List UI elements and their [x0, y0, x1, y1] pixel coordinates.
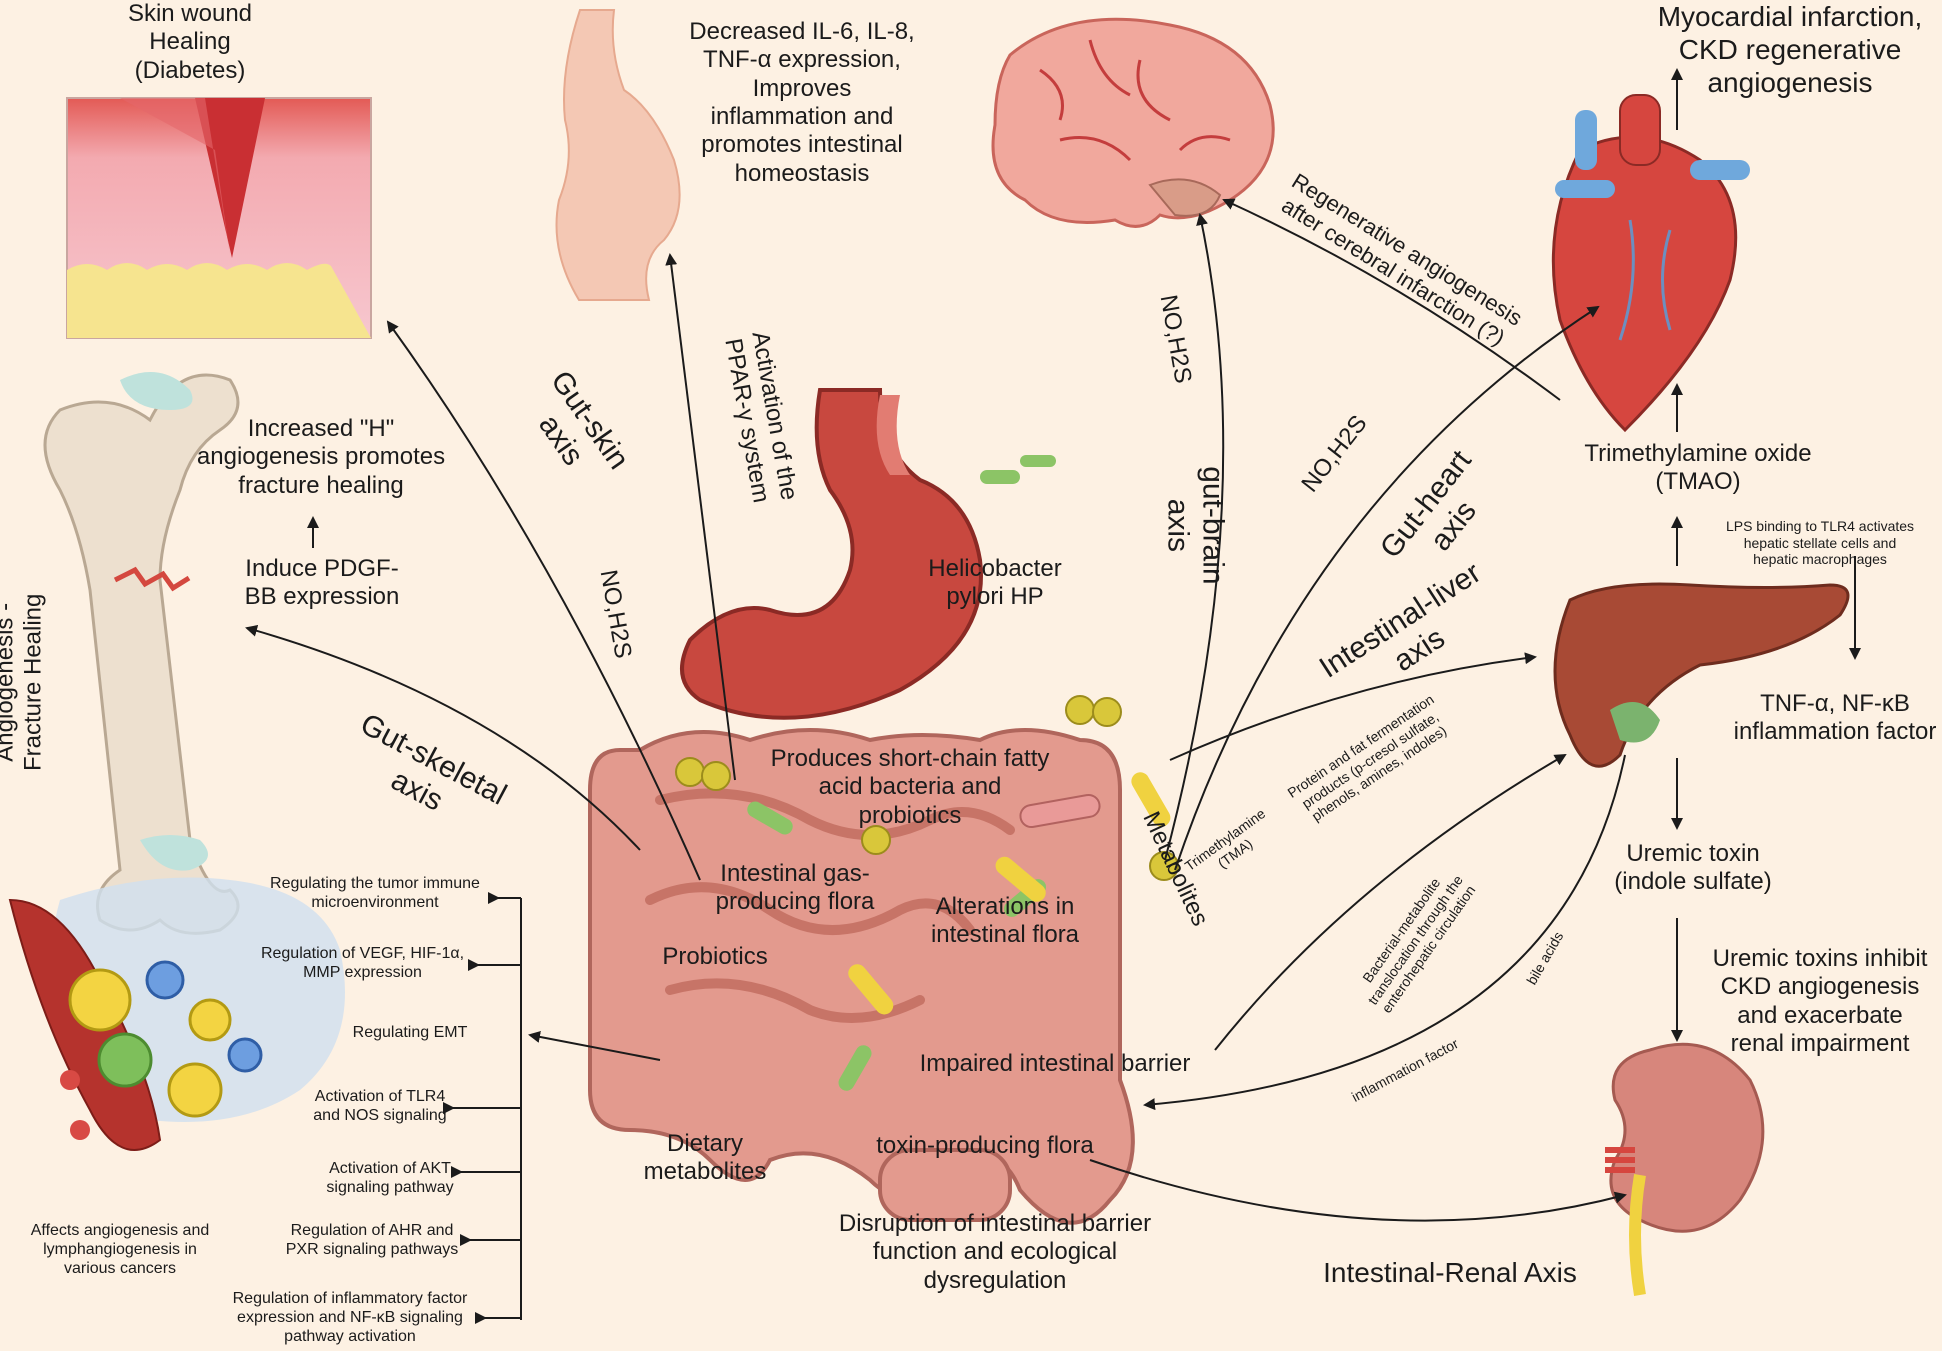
arrow-gut-skeletal	[245, 624, 641, 851]
liver-illustration	[1553, 582, 1850, 768]
arrow-gut-brain	[1164, 213, 1225, 861]
cancer-mechanism-1: Regulating the tumor immune microenviron…	[270, 875, 480, 911]
arrow-bacterial-metabolite	[1214, 753, 1567, 1051]
skin-wound-title: Skin wound Healing (Diabetes)	[127, 0, 253, 84]
lps-label: LPS binding to TLR4 activates hepatic st…	[1725, 518, 1915, 568]
torso-illustration	[555, 9, 681, 301]
gut-brain-axis-label: gut-brain axis	[1161, 466, 1230, 585]
dietary-metabolites-label: Dietary metabolites	[643, 1130, 767, 1186]
arrow-intestinal-liver	[1169, 652, 1537, 761]
alterations-label: Alterations in intestinal flora	[930, 893, 1080, 949]
stomach-illustration	[680, 388, 983, 720]
intestinal-renal-axis-label: Intestinal-Renal Axis	[1323, 1257, 1577, 1288]
cancer-mechanism-6: Regulation of AHR and PXR signaling path…	[285, 1222, 459, 1258]
brain-illustration	[991, 17, 1275, 228]
tumor-illustration	[8, 877, 345, 1151]
scfa-label: Produces short-chain fatty acid bacteria…	[770, 745, 1050, 829]
heart-illustration	[1551, 94, 1750, 433]
cancer-caption: Affects angiogenesis and lymphangiogenes…	[30, 1222, 210, 1277]
kidney-illustration	[1605, 1042, 1765, 1296]
arrow-bile-acids	[1143, 754, 1626, 1111]
ppar-effect-text: Decreased IL-6, IL-8, TNF-α expression, …	[689, 18, 915, 187]
uremic-toxin-label: Uremic toxin (indole sulfate)	[1614, 840, 1772, 896]
skin-wound-illustration	[66, 97, 372, 339]
arrow-gut-heart	[1174, 305, 1600, 871]
arrow-gut-skin	[386, 320, 701, 881]
arrow-ppar	[665, 253, 736, 781]
tnf-label: TNF-α, NF-κB inflammation factor	[1733, 690, 1937, 746]
cancer-mechanism-5: Activation of AKT signaling pathway	[326, 1160, 454, 1196]
cancer-mechanism-4: Activation of TLR4 and NOS signaling	[313, 1088, 447, 1124]
pdgf-text: Induce PDGF- BB expression	[244, 555, 400, 611]
cancer-mechanism-2: Regulation of VEGF, HIF-1α, MMP expressi…	[260, 945, 465, 981]
arrow-renal	[1089, 1159, 1627, 1222]
cancer-mechanism-3: Regulating EMT	[352, 1024, 468, 1041]
fracture-healing-side-title: Angiogenesis - Fracture Healing	[0, 593, 47, 772]
heart-outcome-text: Myocardial infarction, CKD regenerative …	[1657, 1, 1923, 99]
gas-flora-label: Intestinal gas- producing flora	[715, 860, 875, 916]
arrow-cerebral	[1222, 198, 1561, 401]
probiotics-label: Probiotics	[662, 943, 768, 970]
kidney-effect-text: Uremic toxins inhibit CKD angiogenesis a…	[1712, 945, 1928, 1057]
impaired-barrier-label: Impaired intestinal barrier	[919, 1050, 1191, 1077]
cancer-mechanism-7: Regulation of inflammatory factor expres…	[232, 1290, 468, 1345]
disruption-label: Disruption of intestinal barrier functio…	[838, 1210, 1152, 1294]
helicobacter-label: Helicobacter pylori HP	[928, 555, 1062, 611]
tmao-label: Trimethylamine oxide (TMAO)	[1584, 440, 1812, 496]
toxin-flora-label: toxin-producing flora	[876, 1132, 1094, 1159]
bone-outcome-text: Increased "H" angiogenesis promotes frac…	[196, 415, 446, 499]
arrow-cancer-main	[528, 1030, 661, 1061]
bacteria-decorations	[675, 455, 1179, 1091]
arrows	[245, 68, 1861, 1324]
